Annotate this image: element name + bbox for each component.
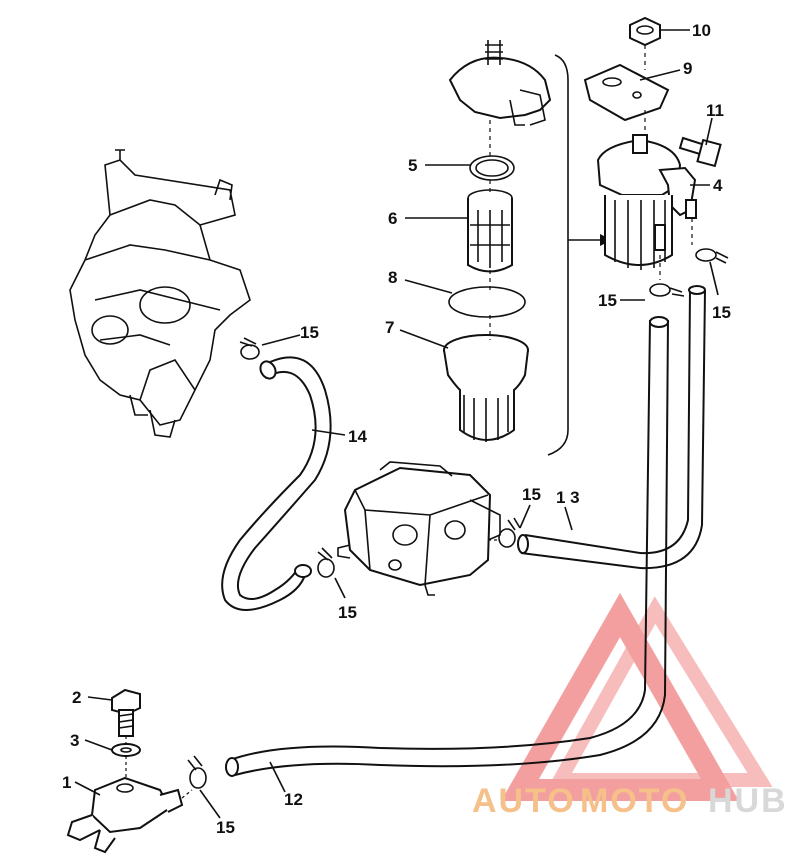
watermark-logo xyxy=(501,592,773,801)
hose-14 xyxy=(221,356,332,611)
bolt-11 xyxy=(678,136,722,168)
callout-6: 6 xyxy=(388,209,397,228)
clamp-15-bottom xyxy=(187,755,207,789)
watermark-part1: AUTO xyxy=(472,782,576,820)
callout-1: 1 xyxy=(62,773,71,792)
assembly-bracket xyxy=(547,54,569,456)
clamp-15-pump-left xyxy=(317,547,335,578)
bracket-9 xyxy=(583,63,670,122)
callout-labels: 10 9 11 4 5 6 8 7 15 15 15 14 15 15 1 3 … xyxy=(62,21,731,837)
watermark-part2: MOTO xyxy=(580,782,689,820)
leader-lines xyxy=(74,29,719,819)
gasket-8 xyxy=(448,286,526,318)
callout-15-pump: 15 xyxy=(338,603,357,622)
clamp-15-filter-left xyxy=(649,283,685,297)
callout-11: 11 xyxy=(706,101,724,120)
callout-5: 5 xyxy=(408,156,417,175)
carburetor xyxy=(69,149,251,438)
fuel-pump xyxy=(337,461,501,596)
callout-15-pump-right: 15 xyxy=(522,485,541,504)
callout-13: 1 3 xyxy=(556,488,580,507)
screw-2 xyxy=(111,688,141,737)
filter-cover xyxy=(448,40,552,126)
callout-14: 14 xyxy=(348,427,367,446)
fitting-1 xyxy=(66,776,184,854)
hose-12 xyxy=(225,316,669,777)
watermark-part3: HUB xyxy=(708,782,788,820)
callout-4: 4 xyxy=(713,176,723,195)
callout-15-bottom: 15 xyxy=(216,818,235,837)
callout-12: 12 xyxy=(284,790,303,809)
filter-assembly-4 xyxy=(596,134,697,270)
o-ring-5 xyxy=(469,155,515,181)
clamp-15-filter-right xyxy=(695,248,729,264)
callout-15-filter-right: 15 xyxy=(712,303,731,322)
clamp-15-pump-right xyxy=(498,517,521,548)
nut-10 xyxy=(629,16,661,47)
callout-7: 7 xyxy=(385,318,394,337)
callout-10: 10 xyxy=(692,21,711,40)
clamp-15-carb xyxy=(239,337,260,360)
washer-3 xyxy=(111,743,141,757)
filter-bowl-7 xyxy=(443,334,529,442)
hose-return xyxy=(639,285,706,570)
callout-3: 3 xyxy=(70,731,79,750)
callout-2: 2 xyxy=(72,688,81,707)
watermark-text: AUTO MOTO HUB xyxy=(472,782,788,820)
callout-8: 8 xyxy=(388,268,397,287)
callout-9: 9 xyxy=(683,59,692,78)
callout-15-carb: 15 xyxy=(300,323,319,342)
hose-13 xyxy=(517,534,641,569)
filter-element-6 xyxy=(467,189,513,273)
callout-15-filter-left: 15 xyxy=(598,291,617,310)
